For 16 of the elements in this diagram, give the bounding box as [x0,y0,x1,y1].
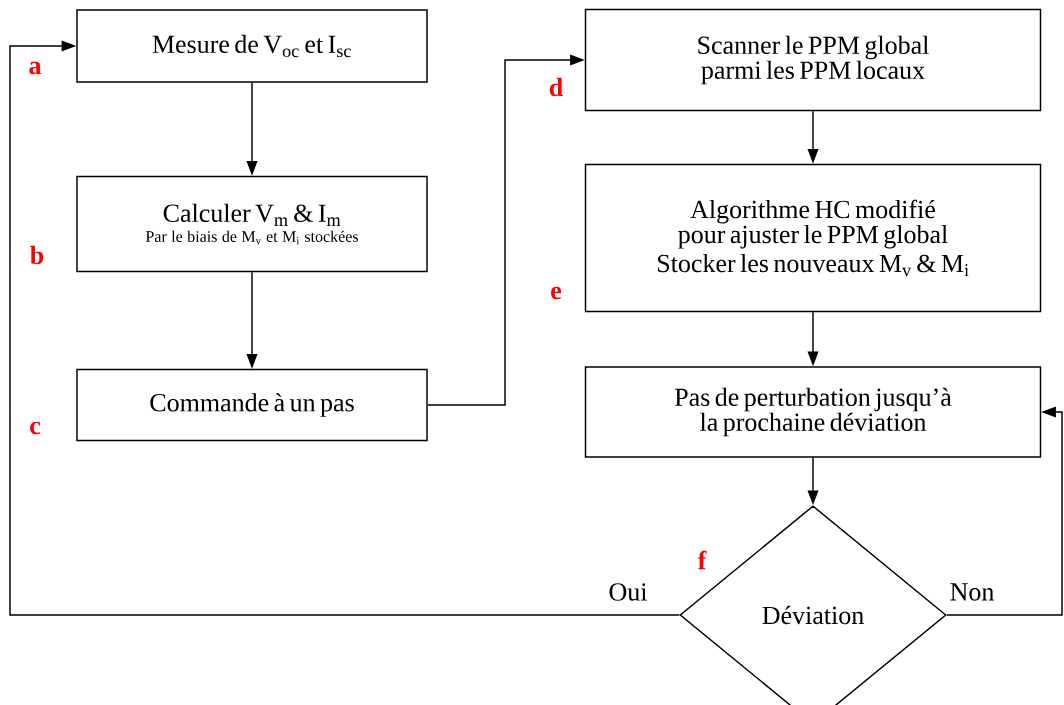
process-box: Scanner le PPM global parmi les PPM locaux [584,8,1042,112]
process-box: Calculer V$_{m}$ & I$_{m}$ Par le biais de M$_{v}$ et M$_{i}$ stockées [76,175,428,273]
process-box: Pas de perturbation jusqu’à la prochaine déviation [584,366,1042,458]
step-letter: f [697,550,707,570]
process-box: Algorithme HC modifié pour ajuster le PPM global Stocker les nouveaux M$_{v}$ & M$_{i}$ [584,163,1042,313]
step-letter: e [551,286,562,300]
step-letter: b [30,245,44,265]
process-box: Mesure de V$_{oc}$ et I$_{sc}$ [76,9,428,83]
edge-label: Non [948,582,996,602]
step-letter: a [29,61,42,75]
process-box: Commande à un pas [76,368,428,442]
step-letter: c [30,421,41,435]
arrow [9,40,680,616]
arrow [946,406,1063,616]
edge-label: Oui [607,581,649,603]
step-letter: d [549,77,563,97]
